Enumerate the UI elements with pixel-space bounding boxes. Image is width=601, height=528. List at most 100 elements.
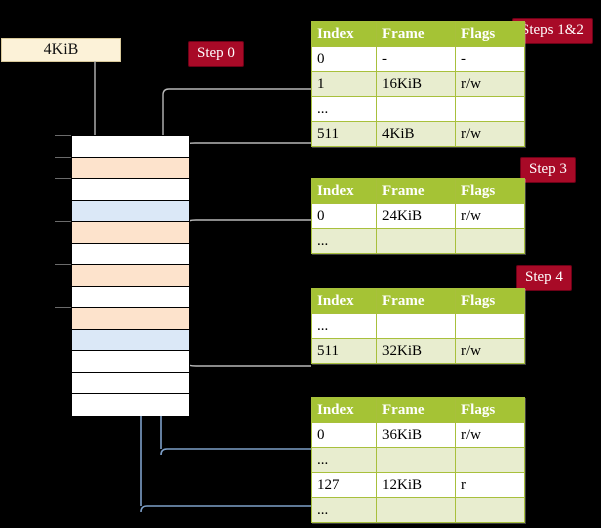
cell-flags: r/w [455, 71, 525, 97]
connector-table1-511-to-mem [176, 142, 311, 181]
cell-frame: 32KiB [376, 338, 456, 364]
badge-steps-1-2-label: Steps 1&2 [521, 22, 584, 38]
cell-flags [455, 96, 525, 122]
badge-step-3-label: Step 3 [529, 161, 567, 177]
memory-frame-row [72, 222, 189, 244]
connector-table2-row0-to-mem [179, 219, 311, 266]
cell-flags: r [455, 472, 525, 498]
col-frame: Frame [376, 178, 456, 204]
memory-frame-row [72, 265, 189, 287]
table-header-row: Index Frame Flags [311, 397, 525, 423]
badge-step-3: Step 3 [520, 157, 576, 183]
col-frame: Frame [376, 288, 456, 314]
cell-index: ... [311, 313, 377, 339]
table-row: 0-- [311, 46, 525, 72]
cell-flags [455, 447, 525, 473]
col-flags: Flags [455, 178, 525, 204]
memory-frame-row [72, 157, 189, 180]
connector-blue-0 [160, 448, 311, 456]
frame-tick-mark [55, 156, 71, 158]
memory-frame-row [72, 351, 189, 373]
cell-index: ... [311, 447, 377, 473]
badge-step-4: Step 4 [516, 265, 572, 291]
cell-frame: 4KiB [376, 121, 456, 147]
cell-frame: 36KiB [376, 422, 456, 448]
table-row: ... [311, 497, 525, 523]
cell-frame [376, 313, 456, 339]
table-header-row: Index Frame Flags [311, 178, 525, 204]
col-frame: Frame [376, 397, 456, 423]
col-index: Index [311, 21, 377, 47]
table-row: ... [311, 96, 525, 122]
connector-table3-511-to-mem [179, 316, 311, 367]
memory-frame-row [72, 372, 189, 395]
cell-frame: 12KiB [376, 472, 456, 498]
cell-frame: - [376, 46, 456, 72]
table-header-row: Index Frame Flags [311, 21, 525, 47]
cell-frame [376, 228, 456, 254]
cell-index: ... [311, 96, 377, 122]
cell-frame [376, 447, 456, 473]
col-index: Index [311, 288, 377, 314]
col-index: Index [311, 397, 377, 423]
col-index: Index [311, 178, 377, 204]
cell-flags [455, 228, 525, 254]
cell-index: 511 [311, 338, 377, 364]
physical-memory-column [71, 135, 190, 416]
cell-index: 1 [311, 71, 377, 97]
frame-tick-mark [55, 135, 71, 136]
memory-frame-row [72, 200, 189, 223]
cell-frame: 16KiB [376, 71, 456, 97]
col-flags: Flags [455, 288, 525, 314]
memory-frame-row [72, 308, 189, 330]
memory-frame-row [72, 286, 189, 309]
cell-index: ... [311, 228, 377, 254]
memory-frame-row [72, 136, 189, 158]
cell-flags [455, 313, 525, 339]
cell-index: ... [311, 497, 377, 523]
frame-tick-mark [55, 221, 71, 223]
page-frame-label: 4KiB [43, 41, 79, 58]
cell-index: 0 [311, 46, 377, 72]
page-frame-box: 4KiB [1, 38, 121, 62]
table-header-row: Index Frame Flags [311, 288, 525, 314]
cell-flags: r/w [455, 203, 525, 229]
frame-tick-mark [55, 178, 71, 180]
badge-steps-1-2: Steps 1&2 [512, 18, 593, 44]
cell-index: 0 [311, 422, 377, 448]
table-row: ... [311, 228, 525, 254]
badge-step-4-label: Step 4 [525, 269, 563, 285]
frame-tick-mark [55, 264, 71, 266]
memory-frame-row [72, 243, 189, 266]
memory-frame-row [72, 394, 189, 416]
memory-frame-row [72, 179, 189, 201]
cell-flags: r/w [455, 338, 525, 364]
cell-flags: r/w [455, 121, 525, 147]
cell-flags [455, 497, 525, 523]
cell-frame: 24KiB [376, 203, 456, 229]
table-row: ... [311, 447, 525, 473]
connector-blue-127 [140, 505, 311, 513]
frame-tick-mark [55, 307, 71, 309]
cell-flags: - [455, 46, 525, 72]
col-frame: Frame [376, 21, 456, 47]
cell-frame [376, 96, 456, 122]
col-flags: Flags [455, 397, 525, 423]
cell-flags: r/w [455, 422, 525, 448]
col-flags: Flags [455, 21, 525, 47]
cell-index: 0 [311, 203, 377, 229]
memory-frame-row [72, 329, 189, 352]
cell-index: 511 [311, 121, 377, 147]
connector-mem-to-table3 [180, 320, 311, 383]
badge-step-0: Step 0 [188, 41, 244, 67]
